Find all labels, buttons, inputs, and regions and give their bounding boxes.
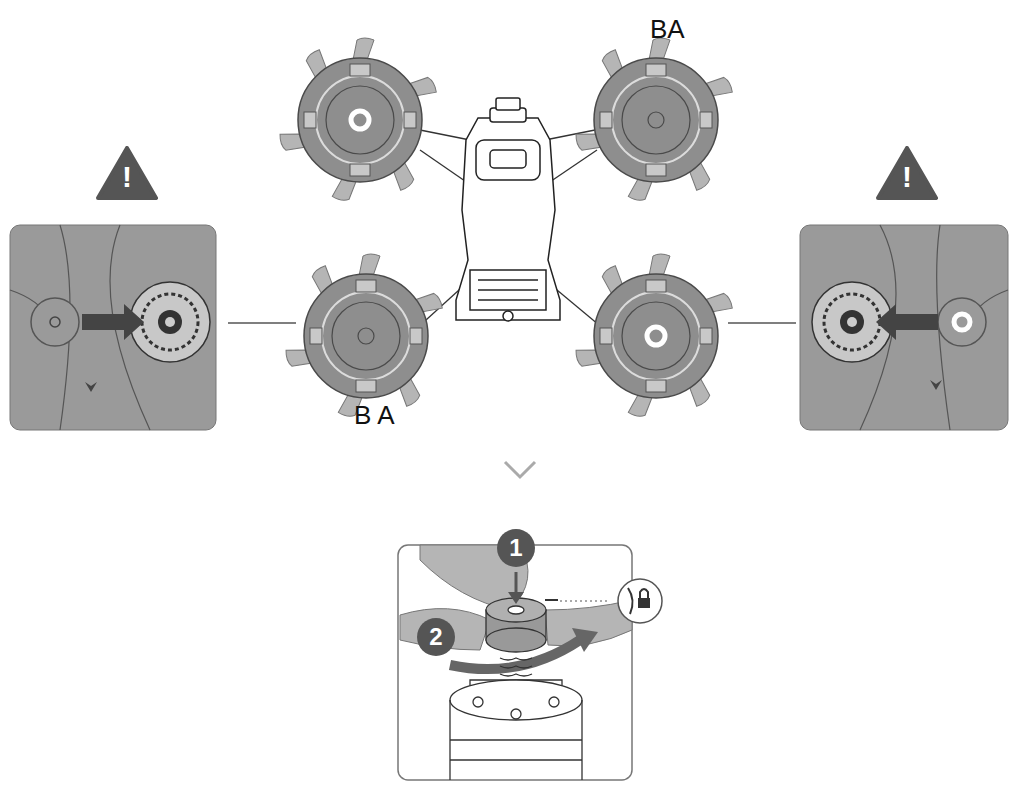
warning-sign: ! — [96, 146, 158, 200]
step-number: 1 — [496, 534, 536, 562]
warning-mark: ! — [96, 160, 158, 194]
propeller-mark: BA — [650, 14, 685, 45]
step-number: 2 — [416, 623, 456, 651]
warning-sign: ! — [876, 146, 938, 200]
warning-mark: ! — [876, 160, 938, 194]
callout-number: 2 — [416, 617, 456, 657]
propeller-mark: B A — [354, 400, 394, 431]
callout-number: 1 — [496, 528, 536, 568]
